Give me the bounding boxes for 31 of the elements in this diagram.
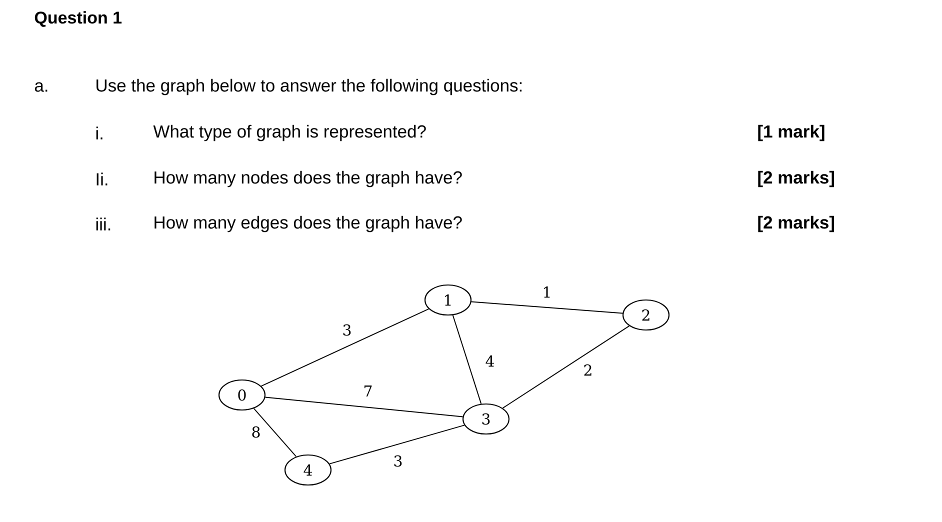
- graph-edge: [452, 314, 482, 404]
- edge-label: 3: [392, 454, 404, 468]
- edge-label: 4: [484, 354, 496, 368]
- item-numeral: iii.: [96, 218, 110, 230]
- item-letter: a.: [34, 82, 48, 92]
- item-numeral: i.: [96, 126, 102, 140]
- question-text: How many nodes does the graph have?: [154, 170, 462, 188]
- marks-text: [2 marks]: [758, 170, 834, 188]
- graph-node: 2: [622, 299, 670, 331]
- edge-label: 2: [582, 363, 594, 377]
- marks-text: [2 marks]: [758, 216, 834, 232]
- graph-edge: [502, 325, 630, 409]
- graph-edge: [253, 408, 297, 458]
- edge-label: 8: [250, 425, 262, 439]
- edge-label: 1: [541, 285, 553, 299]
- item-numeral: Ii.: [96, 172, 108, 186]
- graph-node: 0: [218, 379, 266, 411]
- graph-edge: [329, 424, 465, 464]
- edge-label: 3: [341, 323, 353, 337]
- graph-edge: [260, 308, 430, 387]
- graph-node: 3: [462, 403, 510, 435]
- marks-text: [1 mark]: [758, 124, 824, 142]
- question-text: What type of graph is represented?: [153, 124, 426, 142]
- graph-edge: [264, 396, 464, 418]
- question-text: How many edges does the graph have?: [154, 216, 462, 232]
- graph-node: 1: [424, 284, 472, 316]
- instruction-text: Use the graph below to answer the following questions:: [96, 78, 522, 96]
- heading: Question 1: [34, 11, 122, 27]
- graph-node: 4: [284, 454, 332, 486]
- edge-label: 7: [362, 384, 374, 398]
- graph-edge: [470, 301, 624, 314]
